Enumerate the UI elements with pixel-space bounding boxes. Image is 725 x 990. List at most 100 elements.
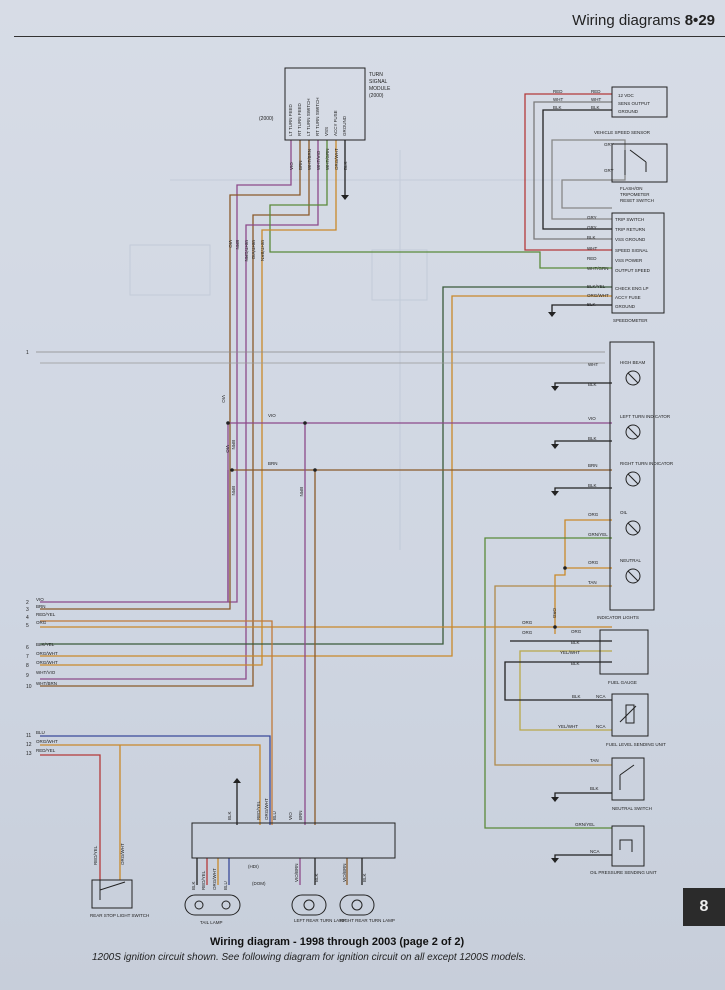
indicator-lamp-4	[625, 520, 641, 536]
fuel-wire-2: BLK	[571, 640, 580, 645]
connector-number-6: 6	[26, 645, 29, 651]
module-wire-5: WHT/GRN	[325, 149, 330, 171]
vss-wire-1: RED	[591, 89, 601, 94]
vert-label-brn-low: BRN	[231, 486, 236, 496]
vss-wire-2: WHT	[591, 97, 601, 102]
flash-name-1: FLASH/ON	[620, 186, 643, 191]
indicator-lamp-5	[625, 568, 641, 584]
header-rule	[14, 36, 725, 37]
speedo-pin-8: ACCY FUSE	[615, 295, 641, 300]
sender-wire-1: BLK	[572, 694, 581, 699]
speedo-pin-2: TRIP RETURN	[615, 227, 645, 232]
wire-fuel-yel	[519, 650, 612, 731]
wire-red-yel-4	[40, 620, 273, 825]
header-title: Wiring diagrams	[572, 12, 681, 29]
module-wire-2: BRN	[298, 160, 303, 170]
lamp-wire-a-3: BRN	[588, 463, 598, 468]
lr-name: LEFT REAR TURN LAMP	[294, 918, 346, 923]
rs-wire-1: RED/YEL	[93, 845, 98, 865]
tail-lamp-name: TAIL LAMP	[200, 920, 223, 925]
bleed-through	[129, 150, 560, 550]
vss-pin-3: GROUND	[618, 109, 639, 114]
speedo-pin-6: OUTPUT SPEED	[615, 268, 651, 273]
mid-label-org: ORG	[522, 620, 533, 625]
turn-signal-module: TURN SIGNAL MODULE (2000) (2000) LT TURN…	[259, 67, 391, 171]
fuel-org-left: ORG	[522, 630, 533, 635]
lamp-wire-b-5: TAN	[588, 580, 597, 585]
connector-number-11: 11	[26, 733, 31, 739]
wire-fuel-blk2	[504, 661, 612, 701]
wire-vss-blk	[542, 109, 612, 230]
lamp-wire-a-2: VIO	[588, 416, 596, 421]
vss-wire-left-2: WHT	[553, 97, 563, 102]
mid-label-brn: BRN	[268, 461, 278, 466]
rear-wire-3: ORG/WHT	[264, 798, 269, 820]
right-rear-turn-lamp: VIO/BRN BLK RIGHT REAR TURN LAMP	[339, 863, 395, 923]
oil-wire: GRN/YEL	[575, 822, 595, 827]
connector-number-13: 13	[26, 751, 32, 757]
oil-sender-name: OIL PRESSURE SENDING UNIT	[590, 870, 657, 875]
wire-tan	[494, 585, 612, 766]
rear-stop-light-switch: RED/YEL ORG/WHT REAR STOP LIGHT SWITCH	[90, 843, 149, 918]
lamp-name-5: NEUTRAL	[620, 558, 642, 563]
speedo-pin-7: CHECK ENG LP	[615, 286, 649, 291]
connector-wire-6: BLK/YEL	[36, 642, 55, 647]
junctions	[226, 421, 567, 629]
speedo-wire-2: GRY	[587, 225, 597, 230]
connector-wire-8: ORG/WHT	[36, 660, 58, 665]
module-wire-7: BLK	[343, 161, 348, 170]
indicator-lights-name: INDICATOR LIGHTS	[597, 615, 639, 620]
lamp-wire-b-2: BLK	[588, 436, 597, 441]
connector-number-8: 8	[26, 663, 29, 669]
rear-wire-5: VIO	[288, 812, 293, 820]
lamp-cross-3	[627, 473, 639, 485]
wire-vss-red	[524, 93, 612, 251]
figure-caption-note: 1200S ignition circuit shown. See follow…	[92, 952, 527, 963]
lamp-name-4: OIL	[620, 510, 628, 515]
vss-pin-2: SENS OUTPUT	[618, 101, 650, 106]
rear-wire-1: BLK	[227, 811, 232, 820]
module-year: (2000)	[259, 116, 274, 122]
flash-wire-1: GRY	[604, 142, 614, 147]
lamp-wire-a-5: ORG	[588, 560, 599, 565]
vehicle-speed-sensor: 12 VDC SENS OUTPUT GROUND RED WHT BLK RE…	[553, 86, 668, 135]
module-wire-6: ORG/WHT	[334, 148, 339, 170]
lamp-wire-b-1: BLK	[588, 382, 597, 387]
left-connector-list: 12VIO3BRN4RED/YEL5ORG6BLK/YEL7ORG/WHT8OR…	[26, 350, 605, 757]
vert-label-brn-right: BRN	[299, 487, 304, 497]
speedo-wire-9: BLK	[587, 302, 596, 307]
connector-wire-9: WHT/VIO	[36, 670, 56, 675]
wire-red-yel-13	[40, 754, 101, 880]
connector-wire-12: ORG/WHT	[36, 739, 58, 744]
connector-number-7: 7	[26, 654, 29, 660]
rs-wire-2: ORG/WHT	[120, 843, 125, 865]
module-pin-2: RT TURN FEED	[297, 102, 302, 136]
oil-pressure-sending-unit: GRN/YEL NCA OIL PRESSURE SENDING UNIT	[575, 822, 657, 875]
module-pin-7: GROUND	[342, 115, 347, 136]
vert-label-org: ORG	[552, 608, 557, 619]
connector-number-10: 10	[26, 684, 32, 690]
wire-layer	[40, 93, 626, 885]
vss-wire-3: BLK	[591, 105, 600, 110]
lamp-name-1: HIGH BEAM	[620, 360, 646, 365]
wire-blu-11	[40, 735, 271, 825]
module-wire-4: WHT/VIO	[316, 150, 321, 170]
speedo-wire-5: RED	[587, 256, 597, 261]
tag-dom: (DOM)	[252, 881, 266, 886]
vss-wire-left-1: RED	[553, 89, 563, 94]
vert-label-2: BRN	[235, 240, 240, 250]
tail-wire-3: ORG/WHT	[212, 868, 217, 890]
connector-wire-10: WHT/BRN	[36, 681, 57, 686]
wire-rt-blk	[554, 487, 612, 491]
connector-wire-4: RED/YEL	[36, 612, 56, 617]
module-title-4: (2000)	[369, 93, 384, 99]
module-pin-5: VSS	[324, 127, 329, 136]
tag-hdi: (HDI)	[248, 864, 259, 869]
